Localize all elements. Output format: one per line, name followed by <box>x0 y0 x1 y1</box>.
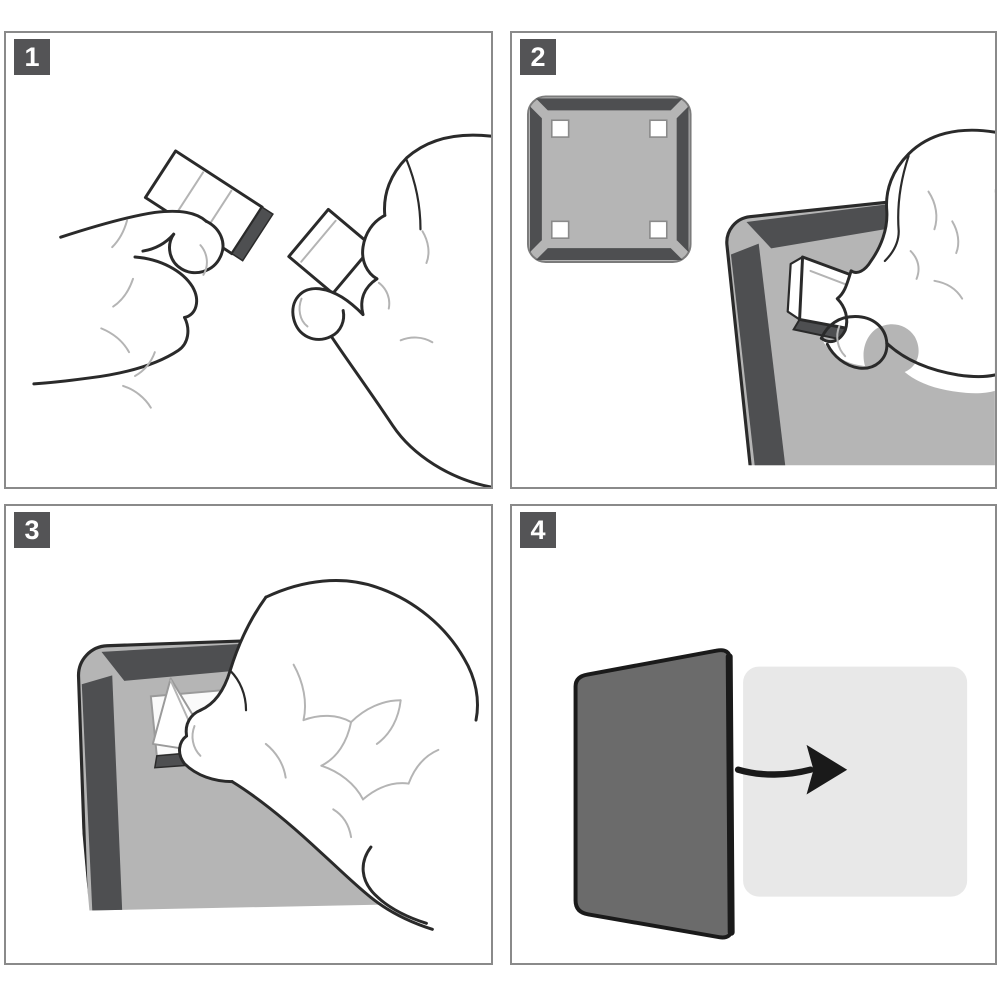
separated-pad <box>287 207 374 295</box>
step-number-badge: 1 <box>14 39 50 75</box>
placing-hand <box>819 128 995 394</box>
frame-panel-edge <box>725 653 735 936</box>
step-panel-4: 4 <box>510 504 997 965</box>
step-1-illustration <box>32 133 491 487</box>
step-panel-2: 2 <box>510 31 997 489</box>
peeling-hand <box>178 579 491 943</box>
step-number-badge: 4 <box>520 512 556 548</box>
step-3-illustration <box>76 579 491 943</box>
wall-target-area <box>743 666 968 897</box>
right-hand <box>291 133 491 487</box>
step-2-illustration <box>526 95 995 466</box>
step-number-badge: 2 <box>520 39 556 75</box>
left-hand <box>32 209 225 414</box>
step-panel-1: 1 <box>4 31 493 489</box>
frame-back-with-pads <box>526 95 692 263</box>
step-panel-3: 3 <box>4 504 493 965</box>
press-direction-arrow <box>734 744 848 795</box>
step-number-badge: 3 <box>14 512 50 548</box>
frame-panel <box>573 648 735 940</box>
step-4-illustration <box>573 648 968 940</box>
